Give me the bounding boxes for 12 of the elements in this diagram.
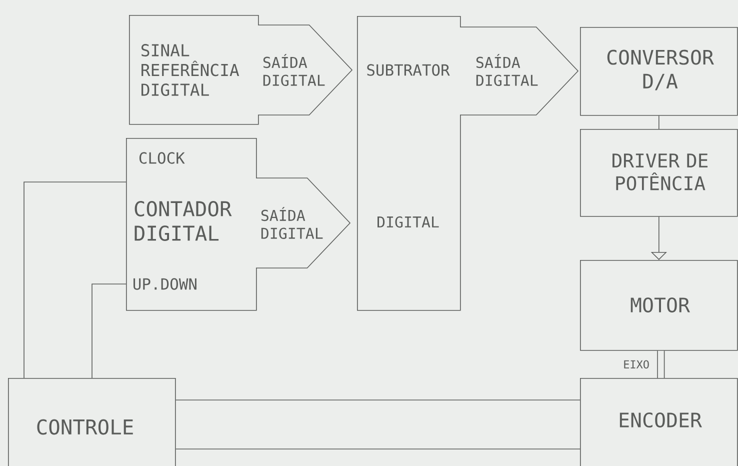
process-box: MOTOR xyxy=(580,260,738,351)
connector xyxy=(24,182,126,378)
process-box: CONVERSOR D/A xyxy=(580,27,738,116)
process-box: ENCODER xyxy=(580,378,738,466)
process-box: CONTROLE xyxy=(8,378,176,466)
process-box: DRIVER DE POTÊNCIA xyxy=(580,129,738,217)
connector xyxy=(658,115,660,130)
edge-label: EIXO xyxy=(622,359,650,370)
connector xyxy=(92,284,126,378)
process-box: SINAL REFERÊNCIA DIGITAL xyxy=(129,15,259,125)
connector xyxy=(175,448,580,450)
connector xyxy=(657,350,665,378)
